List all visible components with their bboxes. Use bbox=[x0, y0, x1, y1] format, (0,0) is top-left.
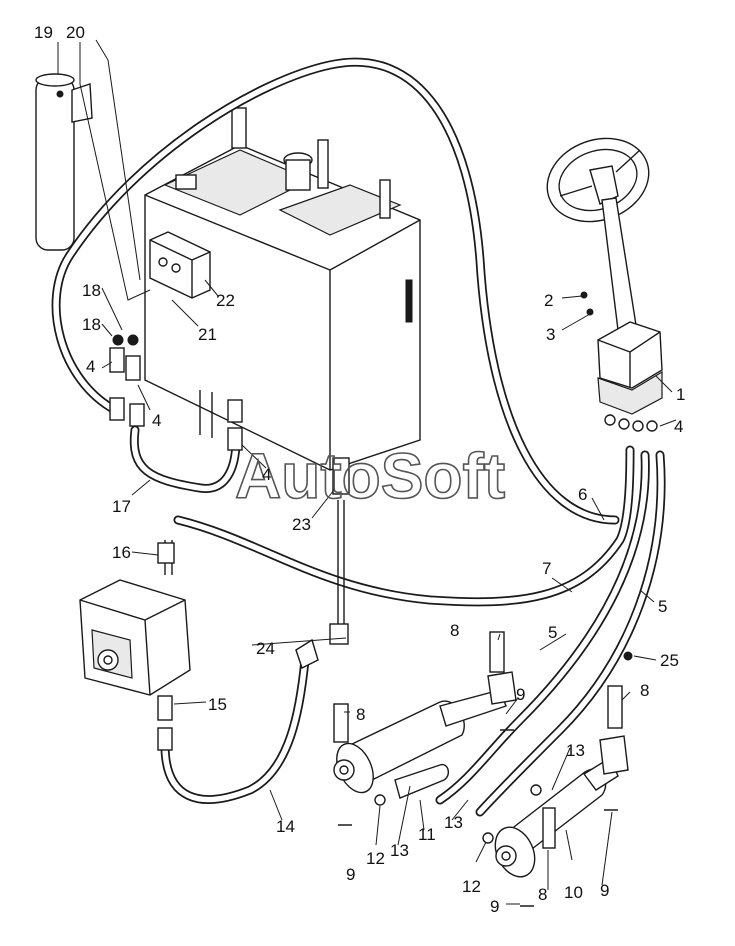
steering-wheel bbox=[546, 137, 650, 331]
callout-14: 14 bbox=[276, 817, 295, 836]
callout-3: 3 bbox=[546, 325, 555, 344]
callout-13-left: 13 bbox=[390, 841, 409, 860]
oil-filter bbox=[35, 73, 93, 251]
callout-21: 21 bbox=[198, 325, 217, 344]
callout-24: 24 bbox=[256, 639, 275, 658]
callout-9-top: 9 bbox=[516, 685, 525, 704]
leader-lines bbox=[57, 39, 677, 905]
callout-15: 15 bbox=[208, 695, 227, 714]
callout-13-right: 13 bbox=[566, 741, 585, 760]
callout-6: 6 bbox=[578, 485, 587, 504]
steering-cylinder-right bbox=[482, 685, 629, 878]
callout-17: 17 bbox=[112, 497, 131, 516]
callout-1: 1 bbox=[676, 385, 685, 404]
callout-23: 23 bbox=[292, 515, 311, 534]
callout-22: 22 bbox=[216, 291, 235, 310]
callout-18-lower: 18 bbox=[82, 315, 101, 334]
steering-unit bbox=[597, 321, 663, 432]
callout-4-steering: 4 bbox=[674, 417, 683, 436]
callout-25: 25 bbox=[660, 651, 679, 670]
callout-9-right: 9 bbox=[600, 881, 609, 900]
callout-12-right: 12 bbox=[462, 877, 481, 896]
watermark-text: AutoSoft bbox=[235, 440, 505, 512]
callout-11: 11 bbox=[418, 825, 436, 844]
callout-labels: 19 20 18 18 4 4 4 4 22 21 2 3 1 6 17 23 … bbox=[34, 23, 685, 916]
steering-cylinder-left bbox=[333, 631, 517, 806]
callout-8-top: 8 bbox=[450, 621, 459, 640]
callout-8-bottom: 8 bbox=[538, 885, 547, 904]
callout-16: 16 bbox=[112, 543, 131, 562]
callout-20: 20 bbox=[66, 23, 85, 42]
callout-18-upper: 18 bbox=[82, 281, 101, 300]
callout-7: 7 bbox=[542, 559, 551, 578]
hydraulic-tank bbox=[144, 107, 421, 471]
pins-and-clips bbox=[338, 291, 633, 907]
callout-4-tank: 4 bbox=[262, 465, 271, 484]
callout-12-left: 12 bbox=[366, 849, 385, 868]
callout-8-left: 8 bbox=[356, 705, 365, 724]
callout-5-left: 5 bbox=[548, 623, 557, 642]
callout-19: 19 bbox=[34, 23, 53, 42]
callout-13-center: 13 bbox=[444, 813, 463, 832]
hoses bbox=[51, 57, 666, 817]
callout-4-left: 4 bbox=[86, 357, 95, 376]
callout-10: 10 bbox=[564, 883, 583, 902]
callout-8-right: 8 bbox=[640, 681, 649, 700]
callout-9-bottom: 9 bbox=[490, 897, 499, 916]
hydraulic-pump bbox=[79, 579, 191, 696]
valve-manifold bbox=[149, 231, 211, 299]
callout-9-left: 9 bbox=[346, 865, 355, 884]
callout-5-right: 5 bbox=[658, 597, 667, 616]
callout-2: 2 bbox=[544, 291, 553, 310]
callout-4-center: 4 bbox=[152, 411, 161, 430]
